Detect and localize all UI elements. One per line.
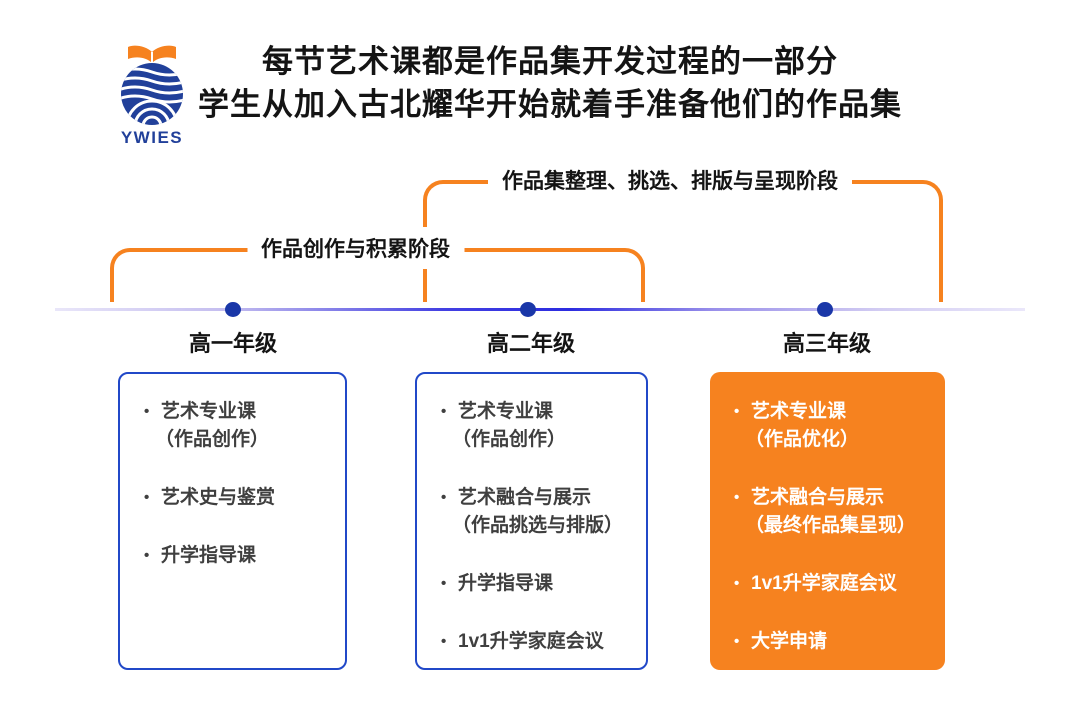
ywies-logo: YWIES [108, 44, 196, 148]
course-line: 艺术融合与展示 [458, 487, 592, 508]
grade-label-3: 高三年级 [782, 331, 871, 356]
logo-wordmark: YWIES [120, 128, 184, 147]
bullet-icon: • [144, 489, 150, 506]
course-line: （作品创作） [155, 429, 270, 450]
course-item: • 1v1升学家庭会议 [734, 570, 937, 598]
course-item: • 升学指导课 [144, 542, 337, 570]
bullet-icon: • [441, 489, 447, 506]
course-line: 艺术融合与展示 [751, 487, 885, 508]
grade2-course-box: • 艺术专业课 （作品创作） • 艺术融合与展示 （作品挑选与排版） • 升学指… [415, 372, 648, 670]
course-item: • 艺术融合与展示 （最终作品集呈现） [734, 484, 937, 540]
course-item: • 大学申请 [734, 628, 937, 656]
bullet-icon: • [734, 403, 740, 420]
bullet-icon: • [144, 547, 150, 564]
timeline-dot-grade1 [225, 302, 241, 317]
title-line-2: 学生从加入古北耀华开始就着手准备他们的作品集 [198, 87, 902, 122]
course-line: 升学指导课 [161, 545, 257, 566]
bullet-icon: • [441, 633, 447, 650]
bullet-icon: • [734, 633, 740, 650]
course-line: 升学指导课 [458, 573, 554, 594]
course-line: 大学申请 [751, 631, 828, 652]
course-line: 1v1升学家庭会议 [458, 631, 604, 652]
course-line: 艺术专业课 [161, 401, 257, 422]
course-line: 1v1升学家庭会议 [751, 573, 897, 594]
timeline-dot-grade2 [520, 302, 536, 317]
bullet-icon: • [734, 575, 740, 592]
course-item: • 艺术融合与展示 （作品挑选与排版） [441, 484, 638, 540]
course-item: • 升学指导课 [441, 570, 638, 598]
bullet-icon: • [144, 403, 150, 420]
grade3-course-box-highlighted: • 艺术专业课 （作品优化） • 艺术融合与展示 （最终作品集呈现） • 1v1… [710, 372, 945, 670]
timeline-line [55, 308, 1025, 311]
slide-title: 每节艺术课都是作品集开发过程的一部分 学生从加入古北耀华开始就着手准备他们的作品… [140, 40, 960, 126]
title-line-1: 每节艺术课都是作品集开发过程的一部分 [262, 44, 838, 79]
course-line: （作品创作） [452, 429, 567, 450]
bullet-icon: • [441, 403, 447, 420]
grade-label-1: 高一年级 [188, 331, 277, 356]
timeline-dot-grade3 [817, 302, 833, 317]
bullet-icon: • [441, 575, 447, 592]
course-line: 艺术史与鉴赏 [161, 487, 276, 508]
bullet-icon: • [734, 489, 740, 506]
course-line: （作品挑选与排版） [452, 515, 624, 536]
course-line: 艺术专业课 [751, 401, 847, 422]
grade-label-2: 高二年级 [486, 331, 575, 356]
grade1-course-box: • 艺术专业课 （作品创作） • 艺术史与鉴赏 • 升学指导课 [118, 372, 347, 670]
phase-label-creation: 作品创作与积累阶段 [247, 227, 464, 269]
course-item: • 艺术专业课 （作品创作） [144, 398, 337, 454]
phase-bracket-creation: 作品创作与积累阶段 [110, 227, 645, 302]
course-item: • 艺术专业课 （作品创作） [441, 398, 638, 454]
phase-label-curation: 作品集整理、挑选、排版与呈现阶段 [488, 159, 852, 201]
course-line: （最终作品集呈现） [745, 515, 917, 536]
ywies-globe-book-icon [121, 45, 183, 125]
course-line: 艺术专业课 [458, 401, 554, 422]
course-item: • 1v1升学家庭会议 [441, 628, 638, 656]
course-item: • 艺术史与鉴赏 [144, 484, 337, 512]
course-item: • 艺术专业课 （作品优化） [734, 398, 937, 454]
course-line: （作品优化） [745, 429, 860, 450]
